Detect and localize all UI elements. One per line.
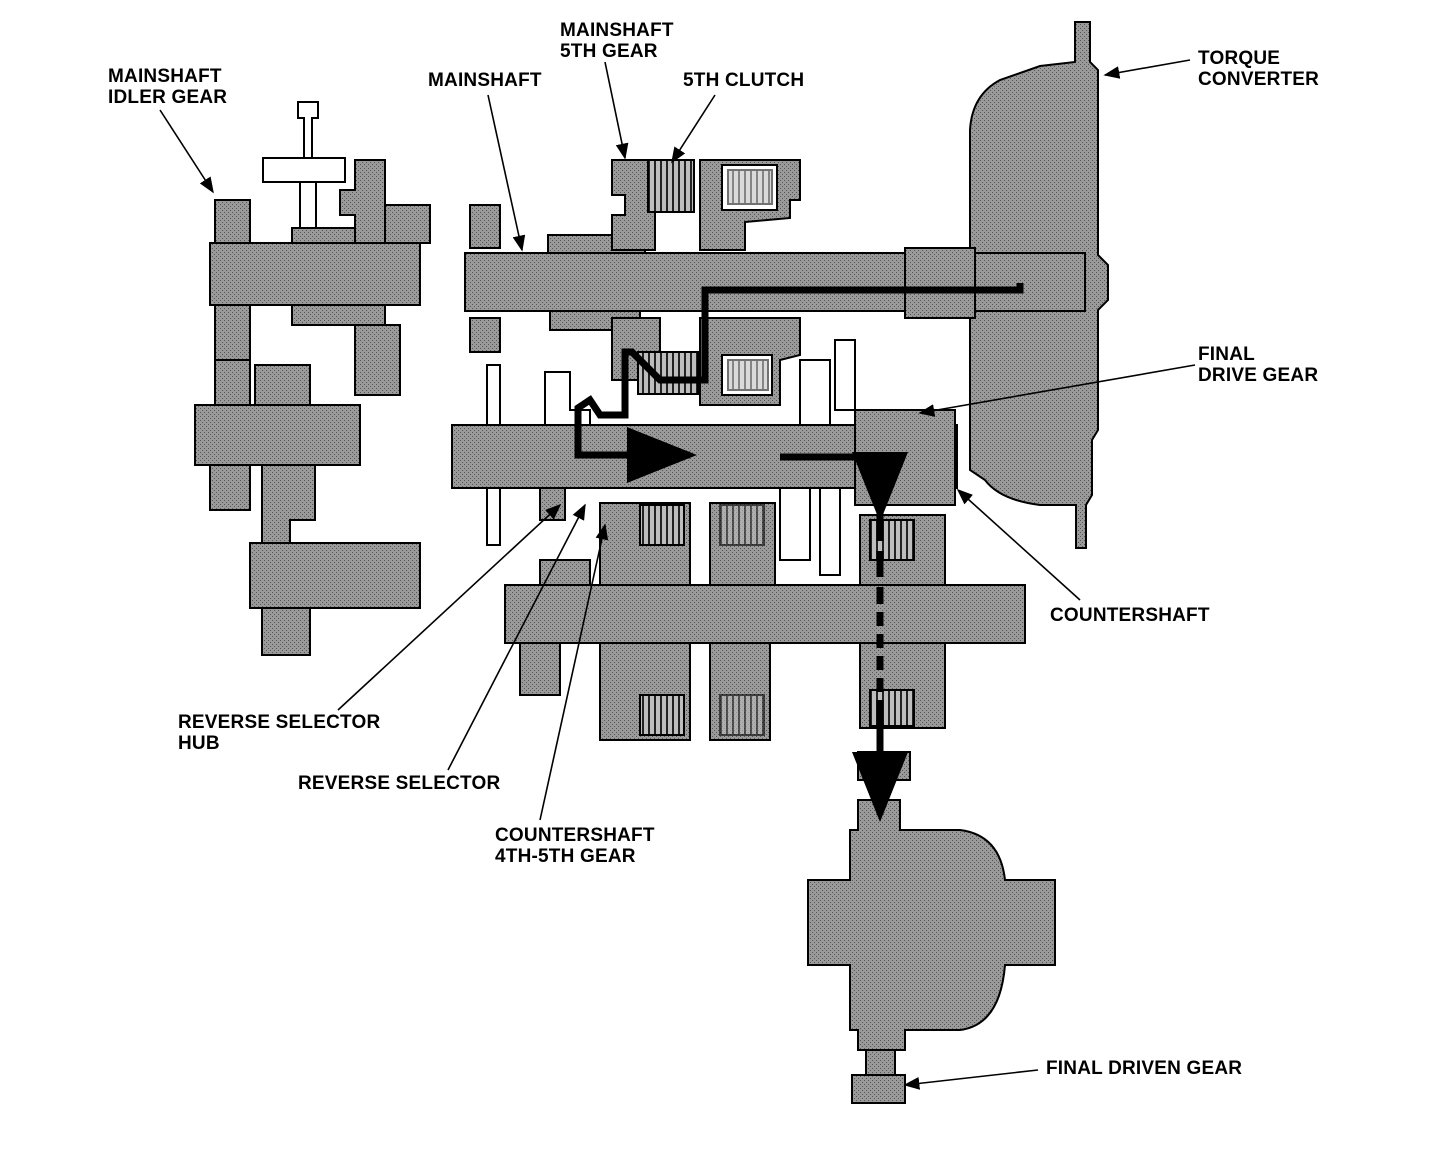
mainshaft-5th-gear	[611, 159, 801, 251]
label-torque-converter: TORQUE CONVERTER	[1198, 48, 1320, 90]
label-countershaft-4th-5th-gear: COUNTERSHAFT 4TH-5TH GEAR	[495, 825, 655, 867]
final-driven-gear	[807, 751, 1056, 1104]
label-mainshaft-idler-gear: MAINSHAFT IDLER GEAR	[108, 66, 228, 108]
label-final-drive-gear: FINAL DRIVE GEAR	[1198, 344, 1319, 386]
label-mainshaft-5th-gear: MAINSHAFT 5TH GEAR	[560, 20, 674, 62]
label-reverse-selector-hub: REVERSE SELECTOR HUB	[178, 712, 381, 754]
label-5th-clutch: 5TH CLUTCH	[683, 70, 805, 91]
label-countershaft: COUNTERSHAFT	[1050, 605, 1210, 626]
power-flow-path	[574, 283, 1024, 822]
label-reverse-selector: REVERSE SELECTOR	[298, 773, 501, 794]
reverse-idler-shaft	[194, 359, 421, 656]
label-mainshaft: MAINSHAFT	[428, 70, 542, 91]
leader-lines	[159, 59, 1196, 1090]
mainshaft-idler-gear	[209, 101, 431, 396]
label-final-driven-gear: FINAL DRIVEN GEAR	[1046, 1058, 1243, 1079]
mainshaft-lower-gears	[611, 317, 801, 406]
